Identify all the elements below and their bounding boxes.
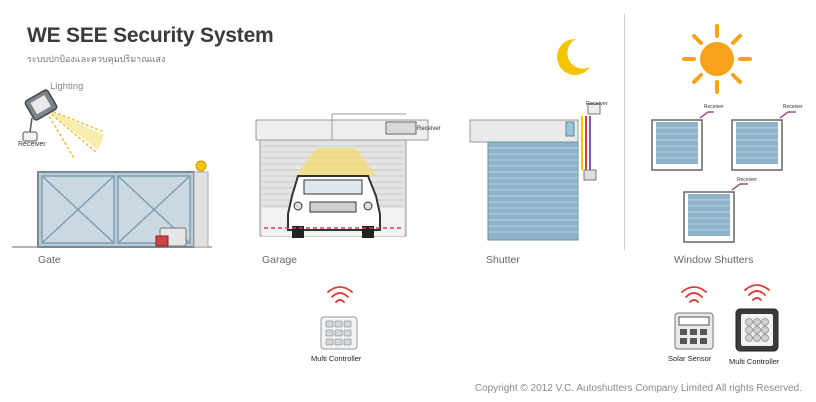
wireless-signal-icon bbox=[327, 286, 353, 303]
copyright-notice: Copyright © 2012 V.C. Autoshutters Compa… bbox=[474, 383, 802, 394]
window-receiver-label-1: Receiver bbox=[704, 104, 724, 110]
multi-controller-label-2: Multi Controller bbox=[729, 357, 780, 366]
garage-caption: Garage bbox=[262, 254, 298, 266]
gate-caption: Gate bbox=[38, 254, 61, 266]
gate-receiver-label: Receiver bbox=[18, 141, 46, 148]
page-subtitle: ระบบปกป้องและควบคุมปริมาณแสง bbox=[27, 54, 166, 64]
lighting-illustration bbox=[22, 89, 105, 159]
shutter-illustration bbox=[469, 103, 601, 241]
window-shutters-caption: Window Shutters bbox=[674, 254, 754, 266]
window-receiver-label-2: Receiver bbox=[783, 104, 803, 110]
window-shutters-illustration bbox=[651, 111, 796, 243]
lighting-label: Lighting bbox=[50, 81, 84, 92]
section-divider bbox=[624, 14, 625, 250]
garage-receiver-label: Receiver bbox=[417, 126, 441, 132]
wireless-signal-icon bbox=[744, 284, 770, 301]
moon-icon bbox=[557, 38, 590, 75]
shutter-caption: Shutter bbox=[486, 254, 520, 266]
solar-sensor-device-icon bbox=[674, 312, 714, 350]
page-title: WE SEE Security System bbox=[27, 24, 274, 47]
window-receiver-label-3: Receiver bbox=[737, 177, 757, 183]
multi-controller-label: Multi Controller bbox=[311, 354, 362, 363]
solar-sensor-label: Solar Sensor bbox=[668, 354, 712, 363]
gate-illustration bbox=[12, 160, 212, 248]
garage-illustration bbox=[255, 113, 429, 238]
wireless-signal-icon bbox=[681, 286, 707, 303]
sun-icon bbox=[682, 24, 752, 94]
multi-controller-dark-remote-icon bbox=[735, 308, 779, 352]
multi-controller-remote-icon bbox=[320, 316, 358, 350]
shutter-receiver-label: Receiver bbox=[586, 101, 608, 107]
